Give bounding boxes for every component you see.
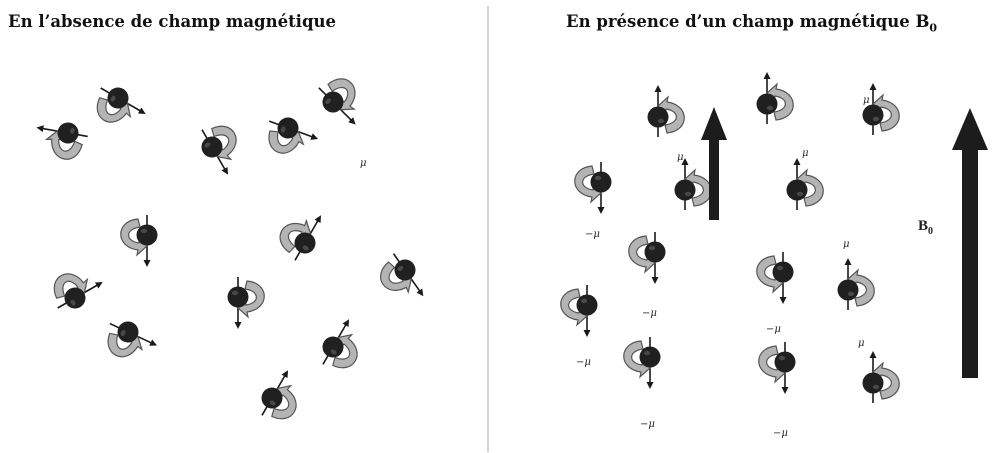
proton-left-13: [261, 370, 297, 420]
spin-arrow-icon: [657, 95, 685, 134]
proton-right-9: [837, 258, 875, 310]
proton-sphere: [322, 336, 344, 358]
proton-right-4: [574, 162, 612, 214]
proton-sphere: [590, 171, 612, 193]
proton-sphere: [862, 104, 884, 126]
proton-sphere: [772, 261, 794, 283]
proton-right-1: [647, 85, 685, 137]
spin-arrow-icon: [872, 93, 900, 132]
moment-label-right-1: μ: [677, 152, 684, 163]
proton-sphere: [261, 387, 283, 409]
proton-sphere: [322, 91, 344, 113]
proton-right-7: [628, 232, 666, 284]
proton-left-10: [107, 321, 158, 358]
spin-arrow-icon: [327, 78, 357, 111]
panel-divider: [487, 6, 489, 452]
spin-arrow-icon: [628, 235, 656, 274]
moment-label-right-3: μ: [863, 95, 870, 106]
spin-arrow-icon: [872, 361, 900, 400]
proton-right-13: [862, 351, 900, 403]
proton-left-11: [227, 277, 265, 329]
proton-right-5: [674, 158, 712, 210]
spin-arrow-icon: [560, 288, 588, 327]
spin-arrow-icon: [279, 218, 312, 254]
spin-arrow-icon: [847, 268, 875, 307]
spin-arrow-icon: [758, 345, 786, 384]
left-panel-random-protons: μ: [36, 78, 424, 420]
spin-arrow-icon: [766, 82, 794, 121]
proton-right-6: [786, 158, 824, 210]
proton-left-3: [318, 78, 357, 125]
proton-sphere: [294, 232, 316, 254]
proton-right-3: [862, 83, 900, 135]
proton-right-10: [560, 285, 598, 337]
spin-arrow-icon: [623, 340, 651, 379]
spin-arrow-icon: [211, 125, 237, 161]
moment-label-right-11: μ: [858, 338, 865, 349]
moment-label-right-5: −μ: [642, 308, 657, 319]
moment-label-right-2: μ: [802, 148, 809, 159]
spin-arrow-icon: [756, 255, 784, 294]
spin-arrow-icon: [120, 218, 148, 257]
spin-arrow-icon: [380, 261, 413, 295]
panel-title-no-field: En l’absence de champ magnétique: [8, 12, 336, 31]
proton-sphere: [227, 286, 249, 308]
proton-sphere: [117, 321, 139, 343]
spin-arrow-icon: [53, 273, 89, 299]
moment-label-left: μ: [360, 158, 367, 169]
moment-label-right-7: μ: [843, 239, 850, 250]
proton-sphere: [64, 287, 86, 309]
proton-left-6: [120, 215, 158, 267]
moment-label-right-4: −μ: [585, 229, 600, 240]
proton-sphere: [107, 87, 129, 109]
proton-sphere: [774, 351, 796, 373]
spin-arrow-icon: [271, 384, 297, 420]
proton-sphere: [756, 93, 778, 115]
field-arrows: [701, 107, 988, 378]
field-arrow-icon: [952, 108, 988, 378]
proton-left-1: [96, 87, 146, 123]
proton-right-11: [623, 337, 661, 389]
proton-left-9: [53, 273, 103, 309]
proton-right-2: [756, 72, 794, 124]
proton-right-12: [758, 342, 796, 394]
proton-sphere: [201, 136, 223, 158]
spin-arrow-icon: [796, 168, 824, 207]
spin-arrow-icon: [237, 280, 265, 319]
proton-sphere: [639, 346, 661, 368]
right-panel-aligned-protons: μ μ μ −μ −μ −μ μ −μ −μ −μ μ: [560, 72, 900, 439]
proton-sphere: [647, 106, 669, 128]
panel-title-with-field: En présence d’un champ magnétique B0: [566, 12, 937, 34]
proton-sphere: [394, 259, 416, 281]
proton-left-5: [201, 125, 237, 175]
panel-title-with-field-text: En présence d’un champ magnétique B: [566, 12, 930, 31]
proton-sphere: [674, 179, 696, 201]
proton-sphere: [136, 224, 158, 246]
proton-left-8: [380, 253, 424, 297]
field-arrow-small-icon: [701, 107, 727, 220]
moment-label-right-10: −μ: [773, 428, 788, 439]
spin-arrow-icon: [268, 130, 305, 154]
proton-left-2: [268, 117, 319, 154]
spin-arrow-icon: [574, 165, 602, 204]
proton-sphere: [644, 241, 666, 263]
proton-sphere: [786, 179, 808, 201]
proton-sphere: [576, 294, 598, 316]
moment-label-right-8: −μ: [576, 357, 591, 368]
field-label: B0: [918, 218, 933, 237]
panel-title-subscript: 0: [929, 21, 938, 35]
spin-arrow-icon: [96, 97, 132, 123]
spin-arrow-icon: [332, 333, 358, 369]
proton-left-4: [36, 122, 88, 160]
spin-arrow-icon: [44, 130, 83, 160]
proton-left-7: [279, 215, 321, 261]
moment-label-right-6: −μ: [766, 324, 781, 335]
proton-left-12: [322, 319, 358, 369]
proton-sphere: [277, 117, 299, 139]
proton-sphere: [837, 279, 859, 301]
proton-sphere: [862, 372, 884, 394]
proton-right-8: [756, 252, 794, 304]
moment-label-right-9: −μ: [640, 419, 655, 430]
